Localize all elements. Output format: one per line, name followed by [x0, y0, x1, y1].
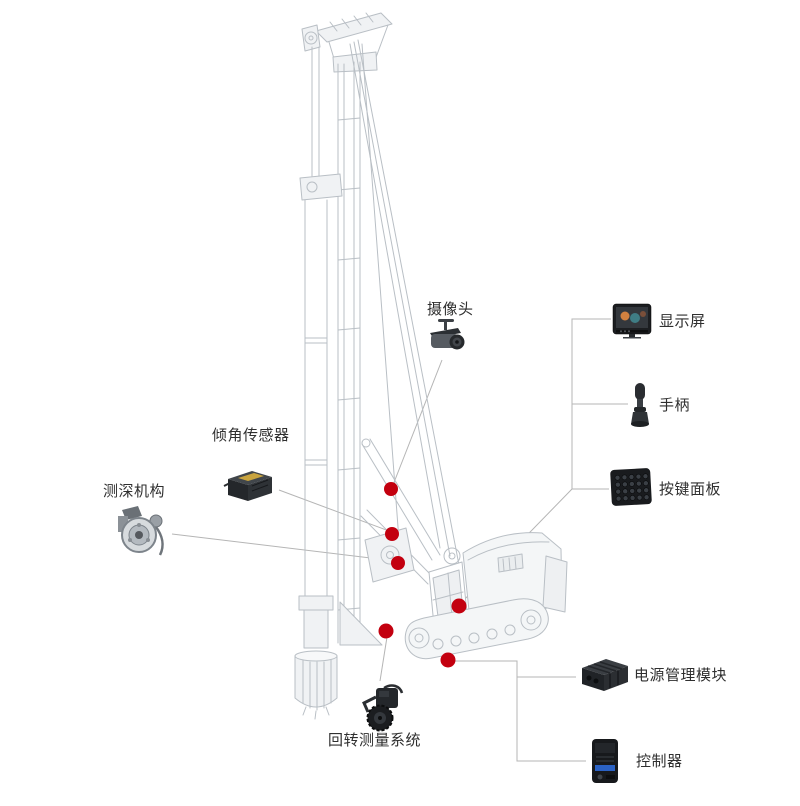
depth-mechanism-label: 测深机构: [103, 483, 166, 500]
kelly-bar: [294, 46, 338, 720]
connector-rotary-system: [379, 636, 388, 682]
mast-braces: [339, 438, 441, 646]
hotspot-cab-controls: [451, 598, 467, 614]
hotspot-power-controller: [440, 652, 456, 668]
hotspots: [378, 482, 467, 668]
crawler-track: [404, 598, 549, 660]
rotary-system-label: 回转测量系统: [328, 732, 422, 749]
hotspot-depth-mechanism: [391, 556, 405, 570]
power-module-icon: [578, 654, 632, 694]
joystick-label: 手柄: [659, 397, 691, 414]
mast: [299, 61, 361, 644]
monitor-icon: [612, 303, 652, 339]
mast-head-crown: [301, 12, 393, 73]
power-module-label: 电源管理模块: [634, 667, 728, 684]
camera-label: 摄像头: [427, 301, 474, 318]
connector-tilt-sensor: [278, 489, 390, 532]
joystick-icon: [630, 382, 650, 428]
sensor-box-icon: [222, 467, 276, 503]
hotspot-camera: [384, 482, 398, 496]
controller-label: 控制器: [636, 753, 683, 770]
controller-icon: [588, 737, 622, 785]
hotspot-rotary-system: [378, 623, 394, 639]
cctv-camera-icon: [424, 318, 468, 360]
drilling-rig-illustration: [294, 12, 568, 720]
connector-bottom-column: [454, 660, 586, 762]
keypad-icon: [610, 467, 652, 507]
measuring-wheel-icon: [352, 682, 406, 732]
tilt-sensor-label: 倾角传感器: [212, 427, 290, 444]
keypad-label: 按键面板: [659, 481, 722, 498]
connector-depth-mechanism: [171, 533, 396, 562]
hoist-cables: [349, 39, 460, 566]
hotspot-tilt-sensor: [385, 527, 399, 541]
cable-pulley-icon: [112, 502, 170, 558]
display-label: 显示屏: [659, 313, 706, 330]
